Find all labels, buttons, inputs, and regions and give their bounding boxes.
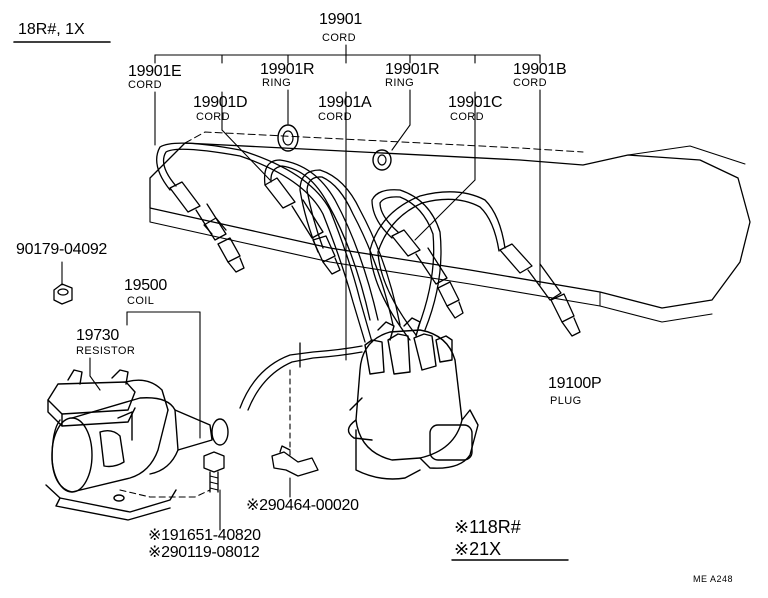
coil-name: COIL [127,295,155,307]
cord-d-pn: 19901D [193,94,248,111]
bolt-1-pn: ※191651-40820 [148,527,261,544]
valve-cover [149,131,751,323]
nut [53,283,73,305]
bolt [203,451,225,493]
cord-b-pn: 19901B [513,61,567,78]
cord-a-name: CORD [318,111,352,123]
spark-plugs [169,177,581,337]
bolt-2-pn: ※290119-08012 [148,544,260,561]
ring-2-name: RING [385,77,415,89]
ring-1 [277,124,299,152]
legend-note-2: ※21X [454,539,502,559]
figure-code: ME A248 [693,574,734,584]
nut-pn: 90179-04092 [16,241,108,258]
ring-2-pn: 19901R [385,61,440,78]
distributor [347,317,479,480]
ring-1-pn: 19901R [260,61,315,78]
cord-b-name: CORD [513,77,547,89]
ring-2 [372,149,392,171]
cord-main-name: CORD [322,32,356,44]
clip-pn: ※290464-00020 [246,497,359,514]
resistor-name: RESISTOR [76,345,136,357]
wire-clip [271,445,319,477]
plug-pn: 19100P [548,375,602,392]
cord-c-pn: 19901C [448,94,503,111]
resistor-pn: 19730 [76,327,119,344]
ring-1-name: RING [262,77,292,89]
cord-e-name: CORD [128,79,162,91]
plug-wires [156,142,506,411]
plug-name: PLUG [550,395,582,407]
coil [45,397,229,521]
model-header: 18R#, 1X [18,21,85,38]
cord-a-pn: 19901A [318,94,372,111]
cord-d-name: CORD [196,111,230,123]
resistor [47,369,169,427]
legend-note-1: ※118R# [454,517,521,537]
coil-pn: 19500 [124,277,167,294]
cord-c-name: CORD [450,111,484,123]
cord-e-pn: 19901E [128,63,182,80]
cord-main-pn: 19901 [319,11,362,28]
